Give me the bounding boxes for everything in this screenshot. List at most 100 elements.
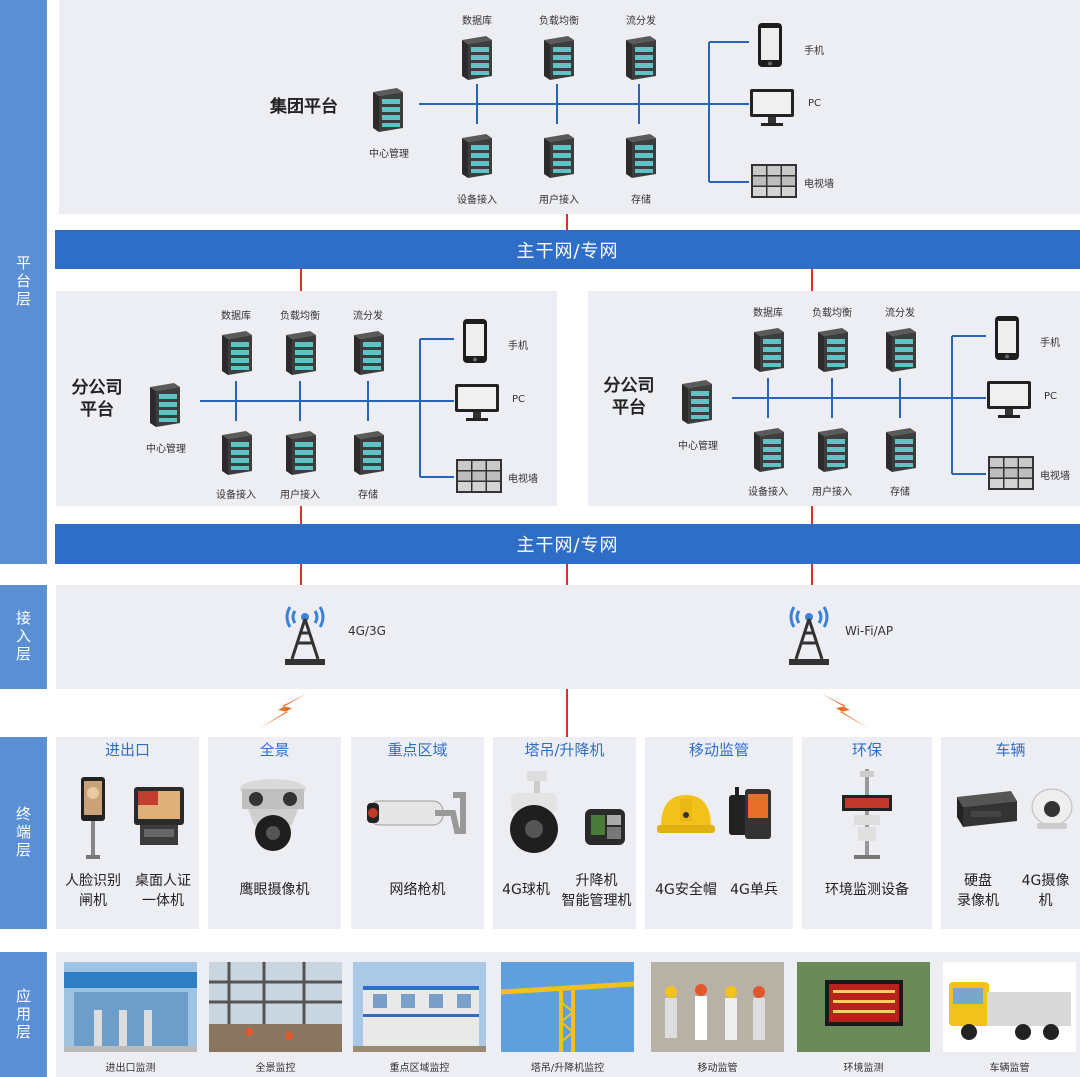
server-label: 数据库 [221,311,251,322]
server-label: 设备接入 [457,195,497,206]
elevator-manager-icon [585,809,625,845]
terminal-label: 鹰眼摄像机 [239,882,310,898]
server-label: 负载均衡 [812,308,852,319]
branch-title-line1: 分公司 [71,378,123,398]
server-label: 存储 [631,195,651,206]
terminal-card-tower-crane: 塔吊/升降机 4G球机 升降机 智能管理机 [493,737,636,929]
load-balance-server-icon [538,34,576,82]
vehicle-photo [943,962,1076,1052]
group-network-lines [419,41,749,183]
terminal-card-environment: 环保 环境监测设备 [802,737,932,929]
layer-tab-platform: 平台层 [0,0,47,564]
terminal-card-key-area: 重点区域 网络枪机 [351,737,484,929]
terminal-label: 4G球机 [502,882,550,898]
environment-monitor-icon [842,769,892,859]
access-label-wifi: Wi-Fi/AP [845,624,894,638]
link-line [300,269,302,291]
server-label: 数据库 [462,16,492,27]
terminal-title: 环保 [851,741,882,759]
terminal-card-vehicle: 车辆 硬盘 录像机 4G摄像 机 [941,737,1080,929]
application-caption: 车辆监管 [989,1063,1030,1074]
server-label: 负载均衡 [280,311,320,322]
device-access-server-icon [456,132,494,180]
stream-server-icon [348,329,386,377]
tower-crane-photo [501,962,634,1052]
user-access-server-icon [280,429,318,477]
link-line [811,269,813,291]
server-label: 数据库 [753,308,783,319]
terminal-card-entrance: 进出口 人脸识别 闸机 桌面人证 一体机 [56,737,199,929]
branch-title-line2: 平台 [80,400,114,420]
client-label: 电视墙 [1040,471,1070,482]
link-line [300,506,302,524]
branch-platform-title: 分公司 平台 [594,375,664,419]
server-label: 用户接入 [539,195,579,206]
branch-platform-panel-left: 分公司 平台 中心管理 数据库 负载均衡 流分发 设备接入 用户接入 存储 手机… [56,291,557,506]
application-caption: 进出口监测 [105,1063,156,1074]
safety-helmet-icon [657,795,715,833]
client-label: 电视墙 [508,474,538,485]
server-label: 流分发 [353,311,383,322]
user-access-server-icon [812,426,850,474]
mobile-supervision-photo [651,962,784,1052]
key-area-photo [353,962,486,1052]
layer-tab-terminal: 终端层 [0,737,47,929]
terminal-label: 网络枪机 [389,882,446,898]
client-label: 手机 [804,46,824,57]
link-line [811,506,813,524]
branch-platform-panel-right: 分公司 平台 中心管理 数据库 负载均衡 流分发 设备接入 用户接入 存储 手机… [588,291,1080,506]
tv-wall-icon [988,456,1034,490]
access-layer-panel: 4G/3G Wi-Fi/AP [56,585,1080,689]
access-label-4g: 4G/3G [348,624,386,638]
branch-network-lines [200,338,454,478]
terminal-label: 4G单兵 [730,882,778,898]
branch-network-lines [732,335,986,475]
terminal-label: 人脸识别 闸机 [65,873,121,909]
backbone-bar-bottom: 主干网/专网 [55,524,1080,564]
ptz-dome-camera-icon [510,771,558,853]
center-label: 中心管理 [678,441,718,452]
terminal-label: 4G摄像 机 [1021,873,1070,909]
face-gate-icon [81,777,105,859]
terminal-label: 4G安全帽 [655,882,717,898]
terminal-title: 重点区域 [387,741,448,759]
phone-icon [994,315,1020,361]
database-server-icon [456,34,494,82]
cell-tower-icon [280,597,330,667]
application-caption: 移动监管 [697,1063,738,1074]
application-caption: 全景监控 [255,1063,296,1074]
device-access-server-icon [748,426,786,474]
server-label: 负载均衡 [539,16,579,27]
storage-server-icon [620,132,658,180]
link-line [566,689,568,737]
server-label: 设备接入 [216,490,256,501]
link-line [811,564,813,585]
terminal-title: 移动监管 [688,741,749,759]
device-access-server-icon [216,429,254,477]
server-label: 流分发 [885,308,915,319]
terminal-label: 升降机 智能管理机 [561,873,632,909]
storage-server-icon [880,426,918,474]
bullet-camera-icon [367,792,466,834]
terminal-card-panorama: 全景 鹰眼摄像机 [208,737,341,929]
application-caption: 重点区域监控 [389,1063,450,1074]
stream-server-icon [620,34,658,82]
entrance-photo [64,962,197,1052]
load-balance-server-icon [812,326,850,374]
pc-icon [749,88,795,128]
center-server-icon [144,381,182,429]
load-balance-server-icon [280,329,318,377]
4g-camera-icon [1031,788,1073,829]
storage-server-icon [348,429,386,477]
database-server-icon [216,329,254,377]
layer-tab-application: 应用层 [0,952,47,1077]
branch-title-line2: 平台 [612,398,646,418]
dvr-icon [957,791,1017,827]
pc-icon [454,383,500,423]
link-line [566,214,568,230]
tv-wall-icon [751,164,797,198]
terminal-title: 进出口 [104,741,150,759]
server-label: 流分发 [626,16,656,27]
terminal-label: 硬盘 录像机 [957,873,999,909]
server-label: 存储 [890,487,910,498]
